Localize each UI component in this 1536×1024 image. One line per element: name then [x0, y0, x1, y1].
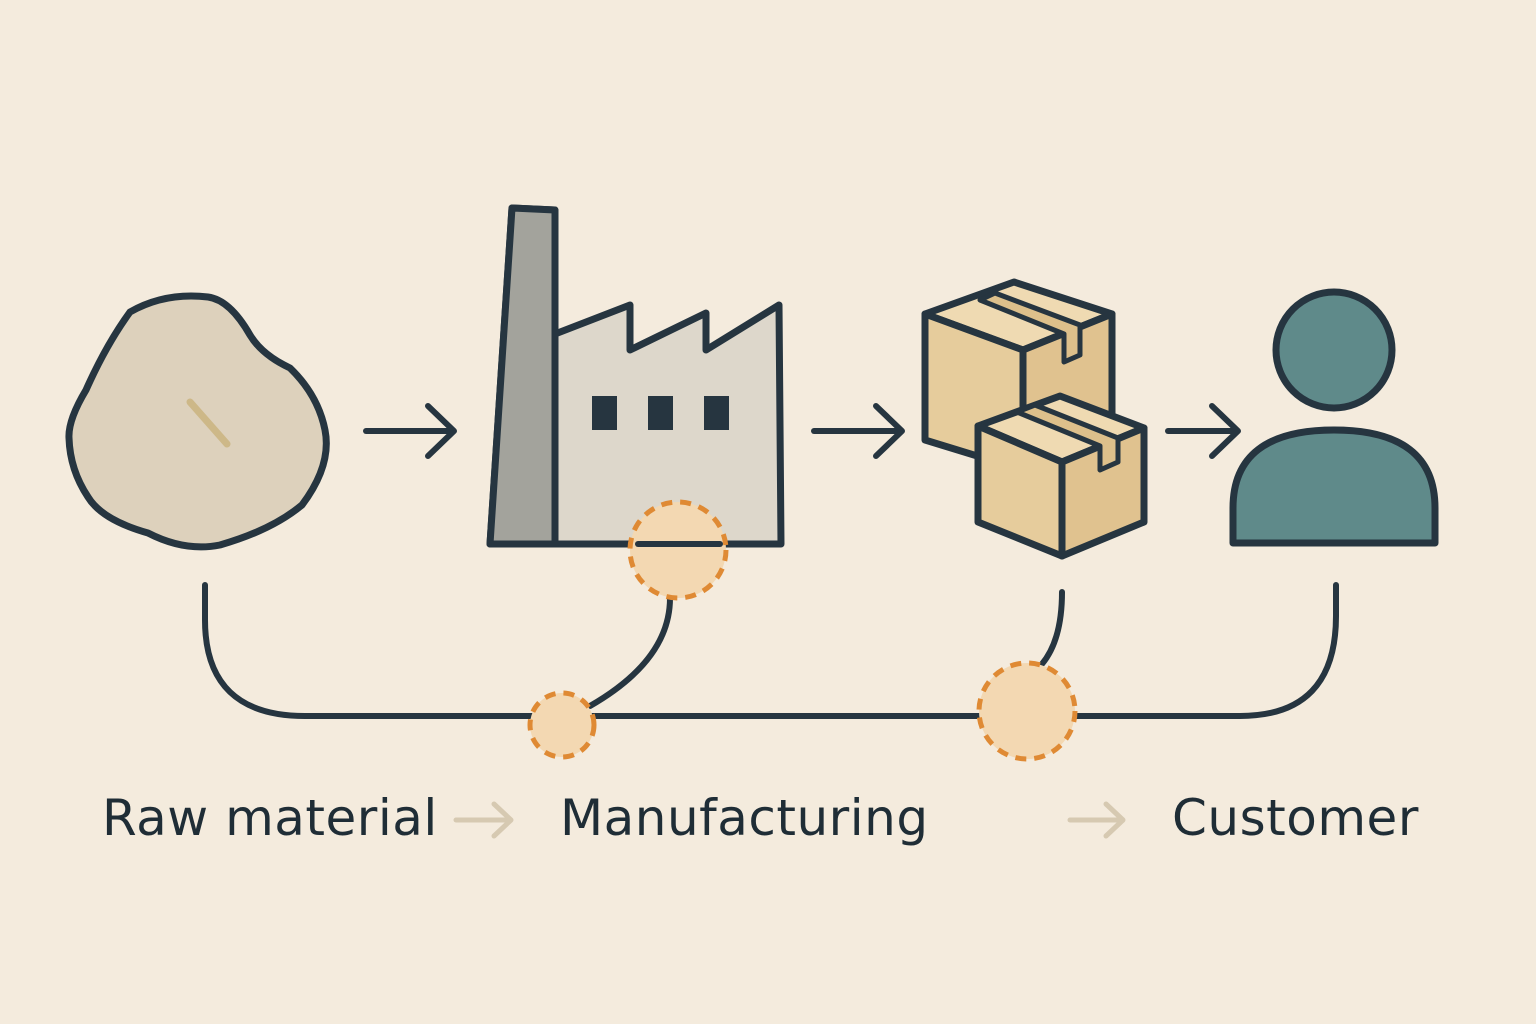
node-junction-left [527, 690, 597, 760]
arrow-icon [453, 801, 514, 839]
line-raw-material [202, 582, 1339, 719]
arrow-icon [1067, 801, 1126, 839]
connection-nodes [527, 499, 1078, 762]
person-icon [1229, 288, 1439, 547]
arrow-icon [363, 403, 457, 459]
line-factory [587, 595, 673, 709]
label-customer: Customer [1172, 789, 1419, 847]
node-factory [627, 499, 729, 601]
arrow-icon [811, 403, 905, 459]
boxes-icon [921, 278, 1148, 560]
node-junction-right [976, 660, 1078, 762]
line-boxes [1039, 589, 1065, 667]
label-manufacturing: Manufacturing [560, 789, 929, 847]
factory-icon [486, 204, 785, 548]
label-raw-material: Raw material [102, 789, 438, 847]
connection-lines [202, 582, 1339, 719]
rock-icon [65, 292, 330, 551]
arrow-icon [1165, 403, 1241, 459]
